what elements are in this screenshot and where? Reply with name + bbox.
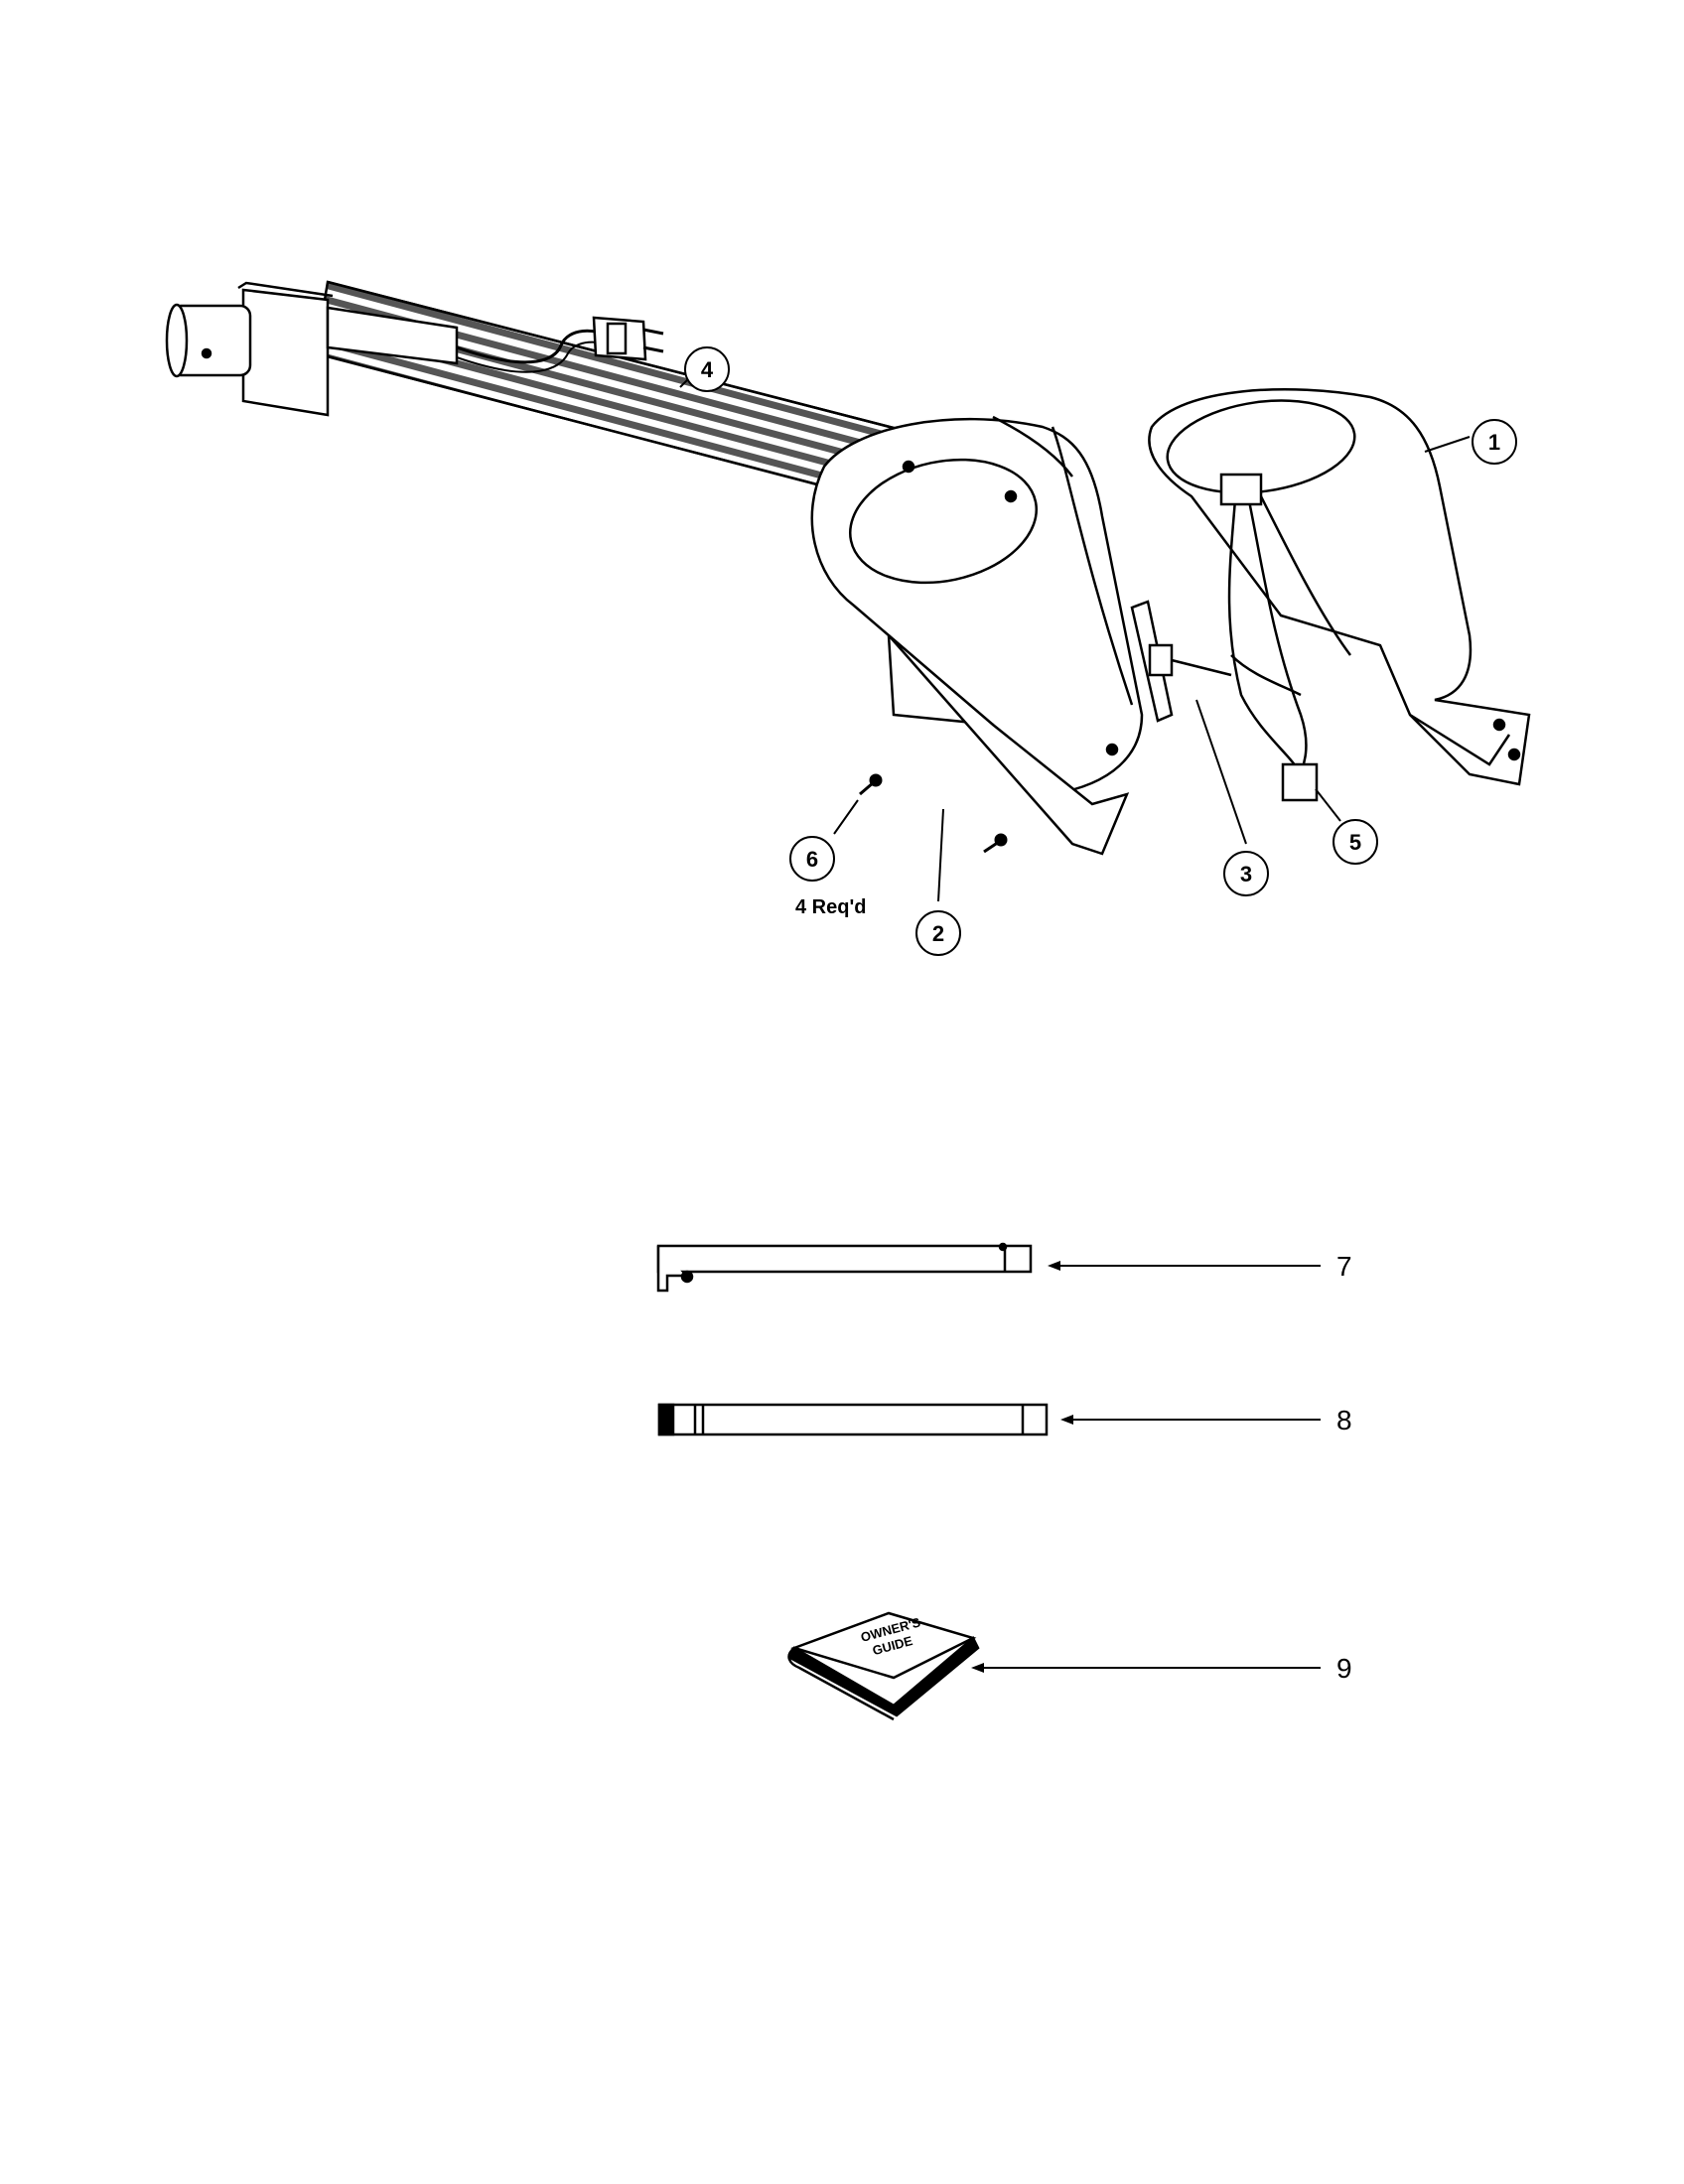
callout-6: 6 [789, 836, 835, 882]
switch [1130, 600, 1232, 723]
callout-1: 1 [1472, 419, 1517, 465]
extension-wand-straight [657, 1403, 1049, 1436]
wire-connector-top [1219, 473, 1263, 506]
callout-3: 3 [1223, 851, 1269, 896]
wiring-harness [1219, 473, 1352, 802]
owners-guide-book: OWNER'S GUIDE [787, 1611, 980, 1721]
label-9: 9 [1336, 1653, 1352, 1684]
svg-text:3: 3 [1240, 862, 1252, 887]
handle-grip-opening [848, 458, 1039, 585]
screws [859, 773, 1008, 854]
leader-lines [679, 371, 1471, 902]
svg-text:4: 4 [701, 357, 714, 382]
quantity-note: 4 Req'd [795, 896, 866, 918]
callout-5: 5 [1333, 819, 1378, 865]
handle-grip-opening-right [1166, 399, 1356, 494]
svg-text:6: 6 [806, 847, 818, 872]
wire-connector-bottom [1281, 762, 1319, 802]
label-7: 7 [1336, 1251, 1352, 1282]
svg-text:5: 5 [1349, 830, 1361, 855]
callout-4: 4 [684, 346, 730, 392]
svg-text:2: 2 [932, 921, 944, 946]
callout-2: 2 [915, 910, 961, 956]
extension-wand-hooked [656, 1242, 1033, 1293]
svg-text:1: 1 [1488, 430, 1500, 455]
hose-cuff [241, 288, 330, 417]
handle-half-left [810, 415, 1144, 856]
power-cord [456, 329, 612, 364]
label-8: 8 [1336, 1405, 1352, 1435]
